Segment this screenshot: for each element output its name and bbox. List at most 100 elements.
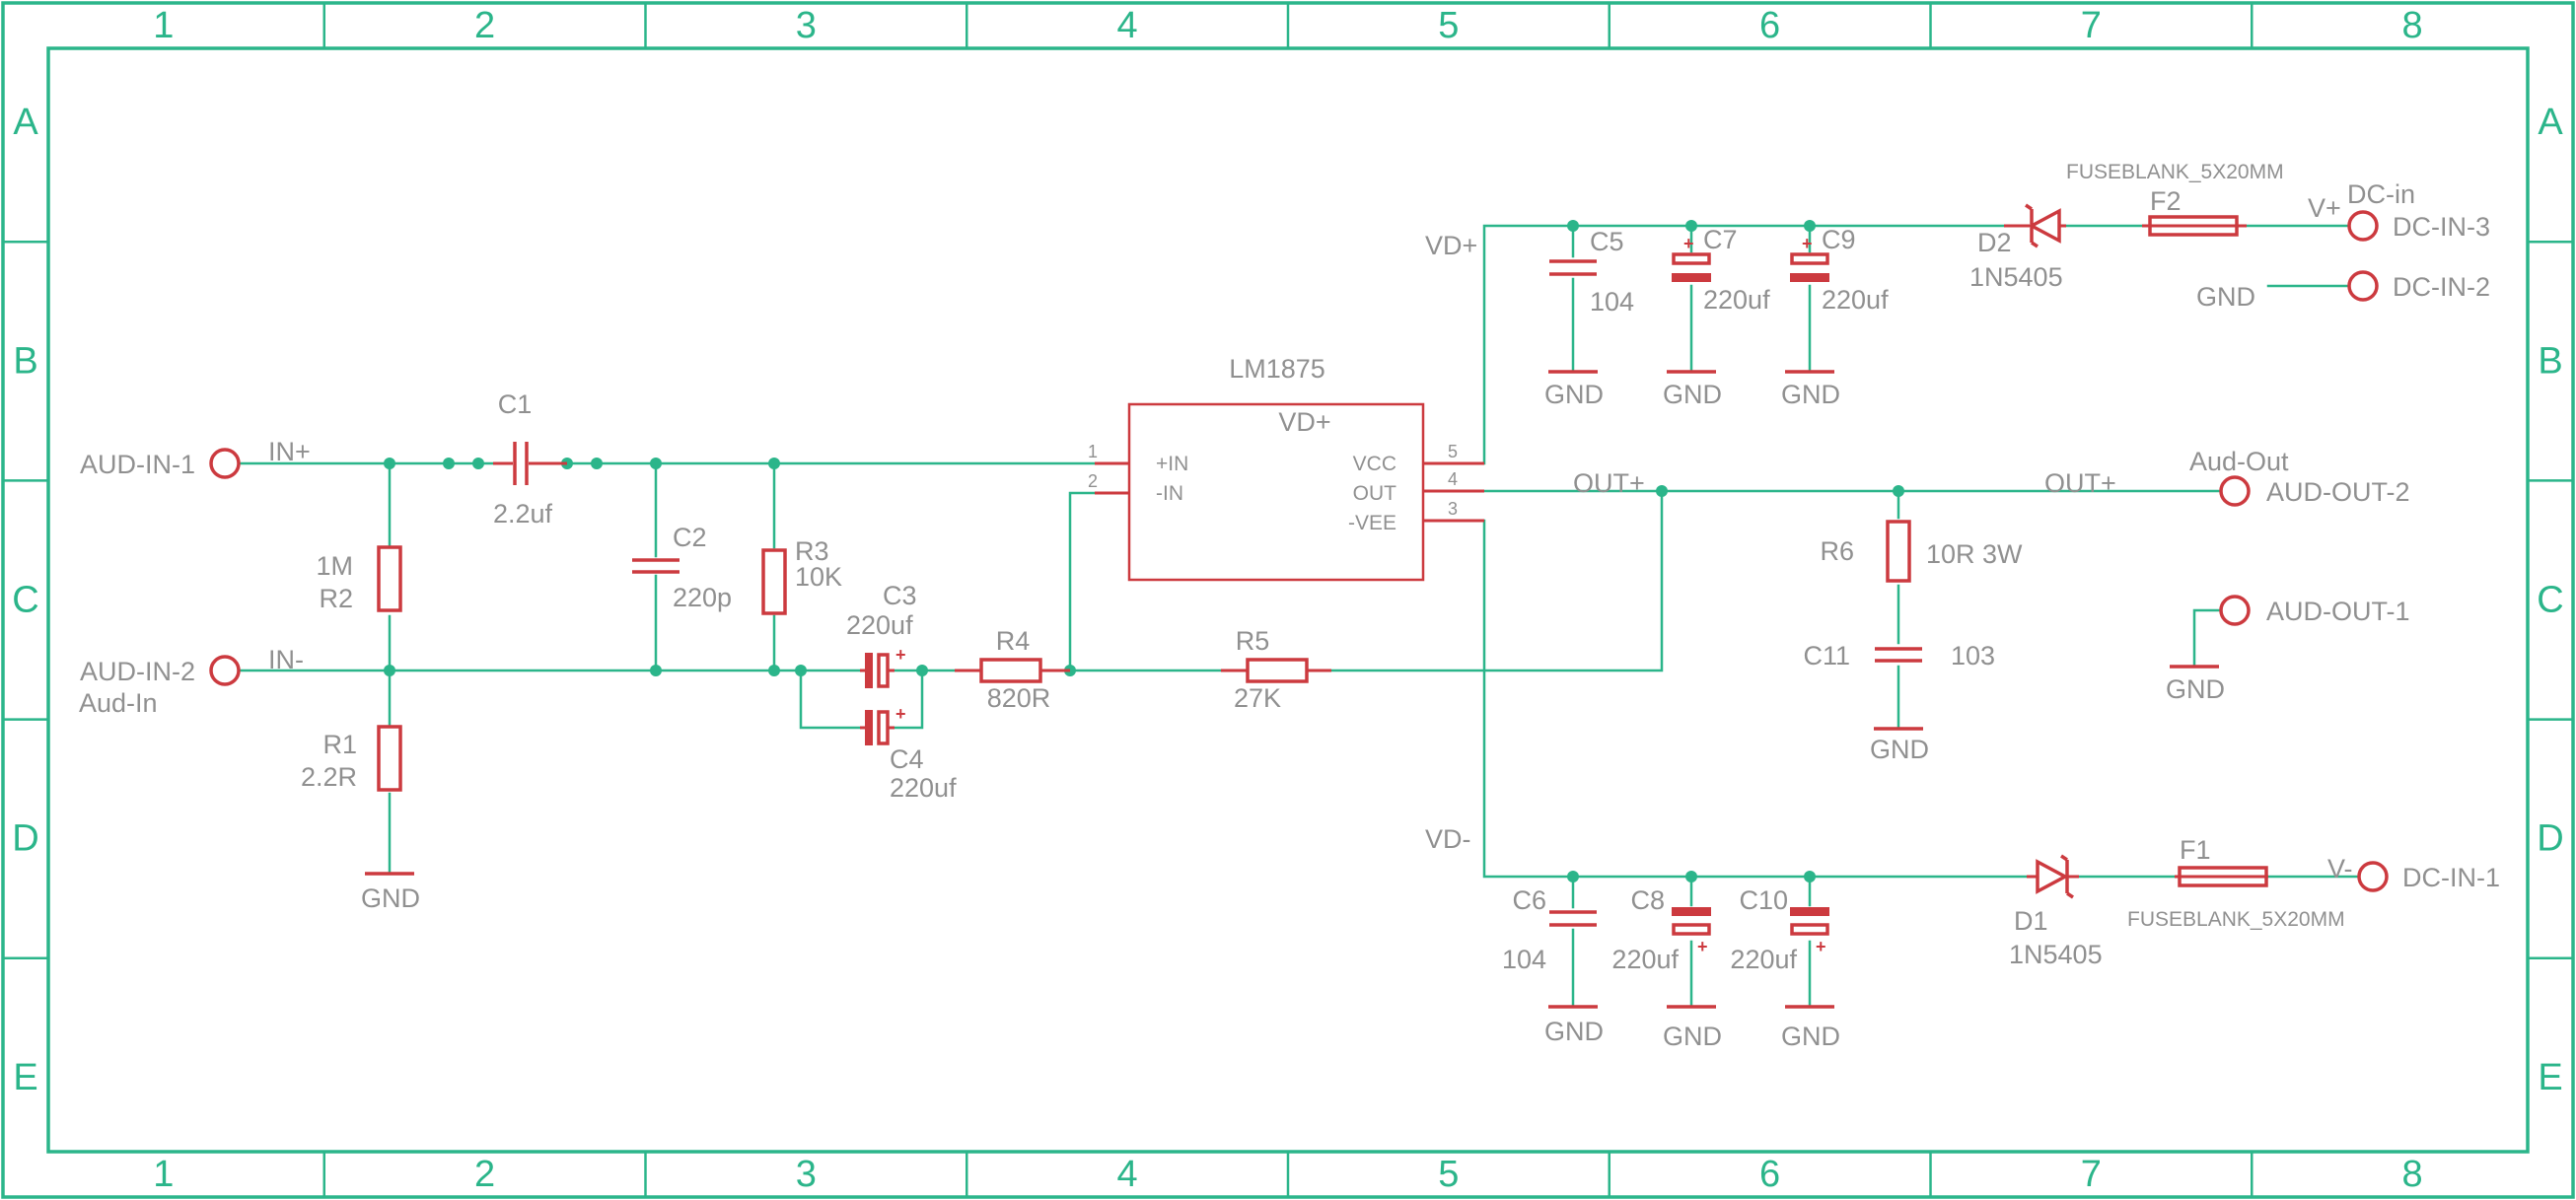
svg-text:GND: GND [1781, 380, 1840, 409]
frame-row-label: D [2537, 818, 2563, 860]
resistor-r3: R3 10K [761, 536, 842, 615]
ic-pin-number: 1 [1088, 442, 1098, 461]
part-value: 1N5405 [1969, 262, 2063, 292]
part-name: R5 [1236, 626, 1270, 656]
frame-row-label: B [2538, 340, 2562, 382]
part-value: 220uf [1703, 285, 1770, 315]
frame-row-label: C [2537, 580, 2563, 621]
connector-label: DC-IN-3 [2393, 212, 2490, 242]
part-name: R3 [795, 536, 829, 566]
ground-symbol: GND [1663, 1005, 1722, 1051]
ic-pin-number: 5 [1448, 442, 1458, 461]
frame-row-label: B [13, 340, 37, 382]
part-value: 220p [673, 583, 732, 612]
connector-aud-in-2: AUD-IN-2 Aud-In [79, 655, 241, 718]
frame-column-label: 7 [2081, 5, 2102, 46]
part-value: 104 [1502, 945, 1546, 974]
connector-group-label: Aud-Out [2189, 447, 2289, 476]
ic-pin-label: +IN [1156, 453, 1188, 475]
connector-aud-out-2: AUD-OUT-2 Aud-Out [2189, 447, 2410, 507]
part-value: 220uf [1822, 285, 1889, 315]
part-name: D2 [1977, 228, 2012, 257]
part-name: C3 [883, 581, 917, 610]
connector-dc-in-3: DC-IN-3 DC-in [2347, 179, 2490, 242]
part-name: R6 [1820, 536, 1854, 566]
ic-pin-label: OUT [1353, 482, 1397, 505]
resistor-r2: 1M R2 [316, 545, 402, 613]
svg-text:+: + [1816, 937, 1826, 956]
connector-label: AUD-IN-2 [80, 657, 195, 686]
svg-text:GND: GND [1544, 380, 1604, 409]
capacitor-c2: C2 220p [632, 523, 732, 612]
part-value: 10R 3W [1926, 539, 2023, 569]
fuse-f2: FUSEBLANK_5X20MM F2 [2066, 161, 2284, 237]
ground-symbol: GND [1870, 727, 1929, 764]
svg-text:GND: GND [361, 883, 420, 913]
svg-text:+: + [1802, 234, 1813, 253]
part-value: 820R [987, 683, 1051, 713]
part-name: R1 [322, 730, 357, 759]
frame-column-label: 8 [2402, 1154, 2423, 1195]
part-name: C4 [890, 744, 924, 774]
part-value: 1M [316, 551, 353, 581]
frame-column-label: 1 [153, 5, 174, 46]
part-name: C7 [1703, 225, 1738, 254]
part-value: 27K [1234, 683, 1281, 713]
ic-pin-label: -IN [1156, 482, 1183, 505]
svg-text:GND: GND [2166, 674, 2225, 704]
part-value: 10K [795, 562, 842, 592]
frame-column-label: 2 [474, 1154, 495, 1195]
frame-column-label: 3 [796, 1154, 817, 1195]
ground-symbol: GND [1544, 370, 1604, 409]
frame-column-label: 6 [1759, 1154, 1780, 1195]
svg-text:+: + [1697, 937, 1708, 956]
part-value: FUSEBLANK_5X20MM [2127, 908, 2345, 931]
svg-text:GND: GND [1663, 380, 1722, 409]
ic-pin-number: 2 [1088, 471, 1098, 491]
fuse-f1: F1 FUSEBLANK_5X20MM [2127, 835, 2345, 931]
frame-column-label: 7 [2081, 1154, 2102, 1195]
frame-column-label: 4 [1117, 5, 1138, 46]
part-value: 220uf [890, 773, 957, 803]
connector-aud-out-1: AUD-OUT-1 [2219, 595, 2410, 626]
net-label-v-plus: V+ [2308, 193, 2341, 223]
net-label-v-minus: V- [2327, 854, 2353, 883]
net-label-vd-plus: VD+ [1425, 231, 1477, 260]
net-labels: IN+ IN- VD+ VD- OUT+ OUT+ V+ V- GND [268, 193, 2353, 883]
capacitor-c9: + C9 220uf [1790, 225, 1889, 315]
part-name: C10 [1739, 885, 1788, 915]
svg-text:GND: GND [1870, 735, 1929, 764]
connector-group-label: Aud-In [79, 688, 158, 718]
svg-text:GND: GND [1663, 1022, 1722, 1051]
net-label-out-plus: OUT+ [1573, 468, 1645, 498]
part-name: C9 [1822, 225, 1856, 254]
frame-column-label: 6 [1759, 5, 1780, 46]
junctions [384, 220, 1904, 882]
frame-column-label: 2 [474, 5, 495, 46]
diode-d2: D2 1N5405 [1969, 203, 2066, 292]
frame-column-label: 3 [796, 5, 817, 46]
ic-name: LM1875 [1229, 354, 1325, 384]
connector-label: AUD-OUT-2 [2266, 477, 2410, 507]
part-name: R2 [319, 584, 353, 613]
ground-symbols: GND GND GND GND GND GND GND GND GND [361, 370, 2225, 1051]
part-name: C1 [498, 389, 533, 419]
frame-row-label: C [12, 580, 38, 621]
part-name: D1 [2014, 906, 2048, 936]
part-name: F1 [2180, 835, 2211, 865]
connector-dc-in-1: DC-IN-1 [2357, 861, 2500, 892]
part-value: 2.2R [301, 762, 357, 792]
frame-column-label: 1 [153, 1154, 174, 1195]
part-value: 220uf [1730, 945, 1797, 974]
svg-text:+: + [895, 645, 906, 665]
frame-column-label: 4 [1117, 1154, 1138, 1195]
frame-row-label: E [13, 1057, 37, 1098]
ic-pin-number: 3 [1448, 499, 1458, 519]
capacitor-c8: + C8 220uf [1611, 885, 1711, 974]
net-label-in-plus: IN+ [268, 437, 311, 466]
svg-text:+: + [1683, 234, 1694, 253]
capacitor-c7: + C7 220uf [1672, 225, 1770, 315]
part-name: C5 [1590, 227, 1624, 256]
frame-column-label: 5 [1438, 5, 1459, 46]
